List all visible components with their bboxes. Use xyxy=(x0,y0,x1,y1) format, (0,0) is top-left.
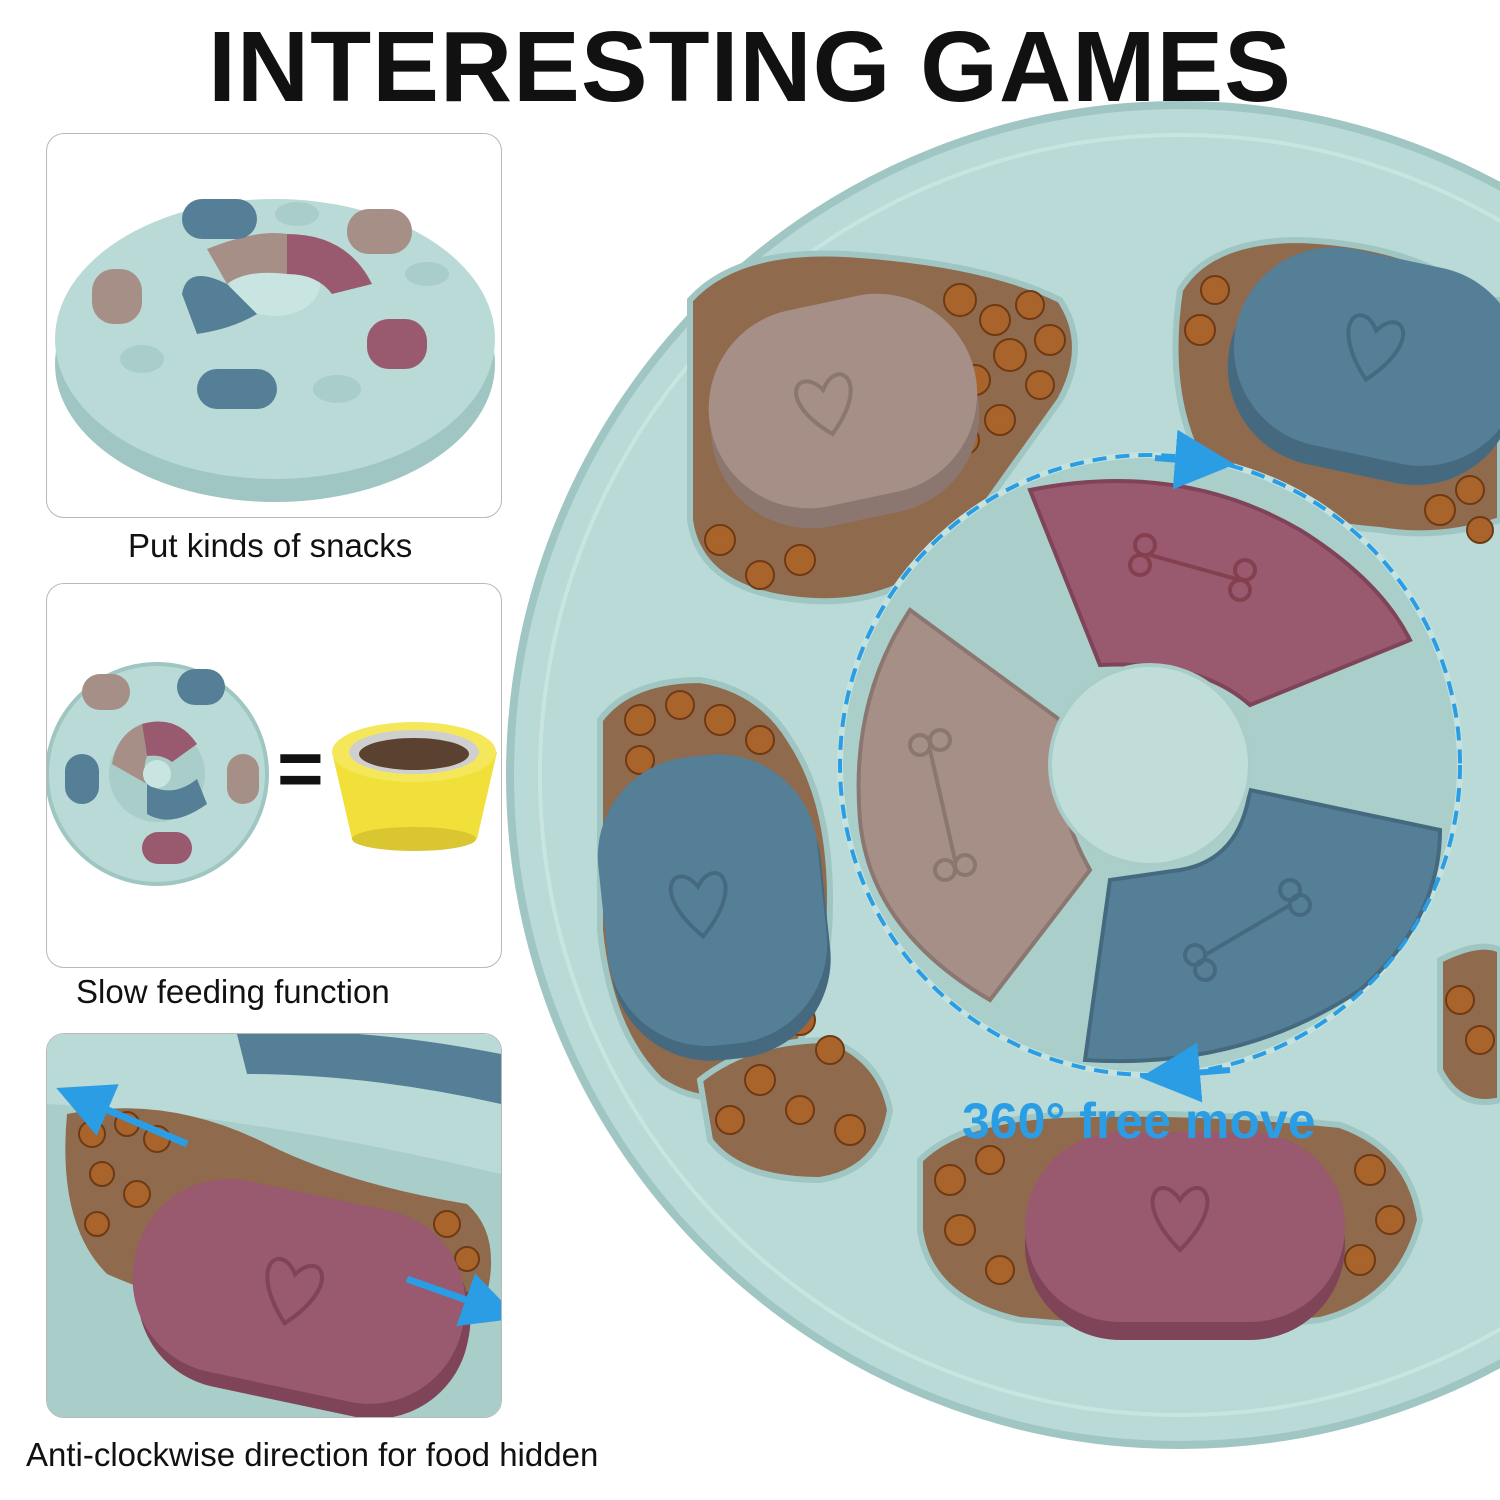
bone-icon xyxy=(1128,533,1257,602)
feeder-overview-illustration xyxy=(55,199,495,502)
caption-put-snacks: Put kinds of snacks xyxy=(128,527,413,564)
rotation-label: 360° free move xyxy=(962,1093,1316,1149)
caption-anti-clockwise: Anti-clockwise direction for food hidden xyxy=(26,1436,599,1473)
lid-brown xyxy=(708,293,980,529)
lid-blue-top xyxy=(1227,247,1500,486)
svg-text:=: = xyxy=(277,724,324,813)
dog-bowl-icon xyxy=(332,722,497,851)
panel-feeder-overview xyxy=(46,133,502,518)
bone-icon xyxy=(1183,878,1312,982)
slow-feeding-illustration: = xyxy=(47,662,497,886)
bone-icon xyxy=(908,728,977,882)
caption-slow-feeding: Slow feeding function xyxy=(76,973,390,1010)
equals-icon: = xyxy=(277,724,324,813)
rotation-arrow-bottom xyxy=(1140,1042,1231,1103)
center-hub xyxy=(1048,663,1252,867)
lid-blue-left xyxy=(597,754,831,1061)
lid-pink-bottom xyxy=(1025,1132,1345,1340)
panel-lid-slide xyxy=(46,1033,502,1418)
center-piece-blue xyxy=(1082,787,1443,1064)
rotation-arrow-top xyxy=(1154,429,1235,490)
panel-slow-feeding: = xyxy=(46,583,502,968)
page-title: INTERESTING GAMES xyxy=(208,11,1292,123)
lid-slide-illustration xyxy=(47,1034,501,1417)
